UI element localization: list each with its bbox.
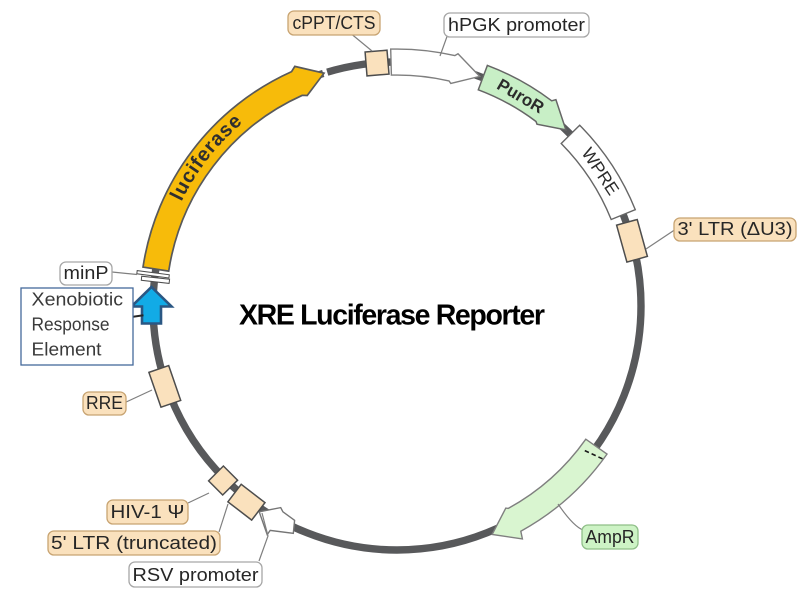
svg-text:3' LTR (ΔU3): 3' LTR (ΔU3) [678, 219, 793, 239]
svg-text:XRE Luciferase Reporter: XRE Luciferase Reporter [239, 300, 545, 332]
svg-text:Element: Element [32, 340, 102, 360]
svg-text:cPPT/CTS: cPPT/CTS [293, 13, 376, 33]
svg-text:HIV-1 Ψ: HIV-1 Ψ [111, 502, 185, 522]
svg-text:minP: minP [64, 263, 109, 283]
svg-text:AmpR: AmpR [586, 527, 635, 547]
svg-text:5' LTR (truncated): 5' LTR (truncated) [51, 533, 217, 553]
svg-text:hPGK promoter: hPGK promoter [448, 15, 585, 35]
svg-text:Response: Response [32, 315, 110, 335]
svg-text:RSV promoter: RSV promoter [133, 565, 259, 585]
svg-text:RRE: RRE [86, 393, 123, 413]
svg-text:Xenobiotic: Xenobiotic [32, 290, 124, 310]
